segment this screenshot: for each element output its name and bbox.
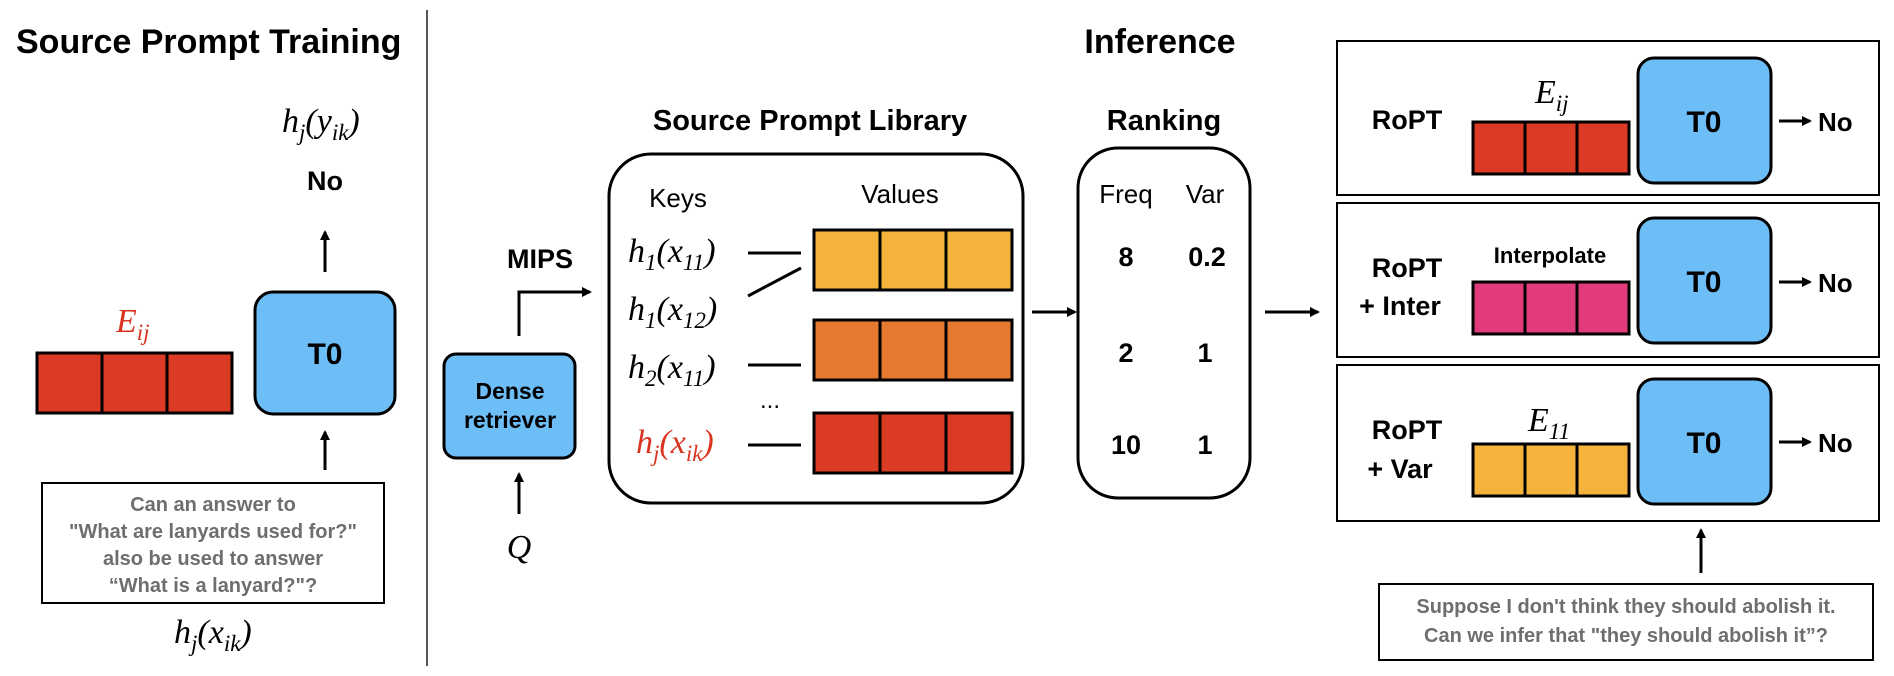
key-connector-2: [747, 266, 802, 298]
ranking-header-freq: Freq: [1099, 179, 1152, 209]
method-var-output: No: [1818, 428, 1853, 458]
method-inter-embedding-label: Interpolate: [1494, 243, 1606, 268]
method-inter-t0-label: T0: [1686, 266, 1721, 299]
mips-arrow: [517, 287, 592, 336]
method-inter-cell-3: [1575, 280, 1631, 336]
inference-title: Inference: [1084, 23, 1235, 61]
ranking-row-3-freq: 10: [1111, 430, 1141, 460]
source-prompt-training-title: Source Prompt Training: [16, 23, 401, 61]
method-var-cell-2: [1523, 442, 1579, 498]
method-inter-output: No: [1818, 268, 1853, 298]
library-value-2-cell-3: [944, 318, 1014, 382]
library-ellipsis: ...: [760, 387, 780, 414]
library-value-1: [812, 228, 1014, 292]
method-var-t0-box: [1636, 377, 1773, 506]
library-value-3-cell-1: [812, 411, 882, 475]
library-key-3: h2(x11): [628, 349, 716, 391]
ranking-row-3-var: 1: [1197, 430, 1212, 460]
ranking-header-var: Var: [1186, 179, 1225, 209]
method-ropt-t0-box: [1636, 56, 1773, 185]
library-title: Source Prompt Library: [653, 105, 967, 137]
training-input-line-1: Can an answer to: [130, 494, 296, 516]
method-ropt-embedding: [1471, 120, 1631, 176]
library-value-1-cell-2: [878, 228, 948, 292]
method-ropt-cell-3: [1575, 120, 1631, 176]
training-embedding-cell-2: [100, 351, 169, 415]
method-var-cell-3: [1575, 442, 1631, 498]
method-inter-name-1: RoPT: [1372, 253, 1443, 283]
method-ropt-name: RoPT: [1372, 105, 1443, 135]
method-inter-cell-1: [1471, 280, 1527, 336]
method-var-name-1: RoPT: [1372, 415, 1443, 445]
ranking-title: Ranking: [1107, 105, 1221, 137]
library-keys-header: Keys: [649, 183, 707, 213]
inference-input-box: [1378, 583, 1874, 661]
method-inter-embedding: [1471, 280, 1631, 336]
method-var-cell-1: [1471, 442, 1527, 498]
training-t0-label: T0: [307, 338, 342, 371]
method-inter-cell-2: [1523, 280, 1579, 336]
training-input-text: Can an answer to "What are lanyards used…: [69, 494, 357, 597]
library-key-4: hj(xik): [636, 424, 714, 466]
library-value-3-cell-2: [878, 411, 948, 475]
library-values-header: Values: [861, 179, 939, 209]
ranking-box: [1076, 146, 1252, 500]
ranking-row-1-var: 0.2: [1188, 242, 1226, 272]
inference-input-line-1: Suppose I don't think they should abolis…: [1416, 596, 1835, 618]
dense-retriever-label-2: retriever: [464, 407, 556, 433]
training-output-math: hj(yik): [282, 103, 360, 145]
method-inter-name-2: + Inter: [1359, 291, 1441, 321]
training-embedding-cell-3: [165, 351, 234, 415]
training-embedding-label: Eij: [115, 303, 150, 345]
library-value-2: [812, 318, 1014, 382]
training-input-line-2: "What are lanyards used for?": [69, 521, 357, 543]
dense-retriever-box: [442, 352, 577, 460]
training-t0-box: [253, 290, 397, 416]
training-input-line-4: “What is a lanyard?"?: [109, 575, 317, 597]
library-value-1-cell-1: [812, 228, 882, 292]
training-embedding-cell-1: [35, 351, 104, 415]
training-input-box: [41, 482, 385, 604]
method-ropt-t0-label: T0: [1686, 106, 1721, 139]
inference-input-line-2: Can we infer that "they should abolish i…: [1424, 625, 1828, 647]
dense-retriever-label-1: Dense: [475, 378, 544, 404]
mips-label: MIPS: [507, 244, 573, 274]
method-inter-t0-box: [1636, 216, 1773, 345]
library-value-2-cell-2: [878, 318, 948, 382]
training-input-line-3: also be used to answer: [103, 548, 323, 570]
library-value-2-cell-1: [812, 318, 882, 382]
method-var-t0-label: T0: [1686, 427, 1721, 460]
query-label: Q: [507, 529, 532, 566]
library-value-3-cell-3: [944, 411, 1014, 475]
library-value-3: [812, 411, 1014, 475]
ranking-row-2-freq: 2: [1118, 338, 1133, 368]
method-ropt-output: No: [1818, 107, 1853, 137]
training-embedding: [35, 351, 234, 415]
ranking-row-1-freq: 8: [1118, 242, 1133, 272]
method-ropt-cell-1: [1471, 120, 1527, 176]
method-var-embedding: [1471, 442, 1631, 498]
method-var-name-2: + Var: [1367, 454, 1433, 484]
ranking-row-2-var: 1: [1197, 338, 1212, 368]
method-ropt-cell-2: [1523, 120, 1579, 176]
library-value-1-cell-3: [944, 228, 1014, 292]
training-input-math: hj(xik): [174, 614, 252, 656]
training-output-label: No: [307, 166, 343, 196]
